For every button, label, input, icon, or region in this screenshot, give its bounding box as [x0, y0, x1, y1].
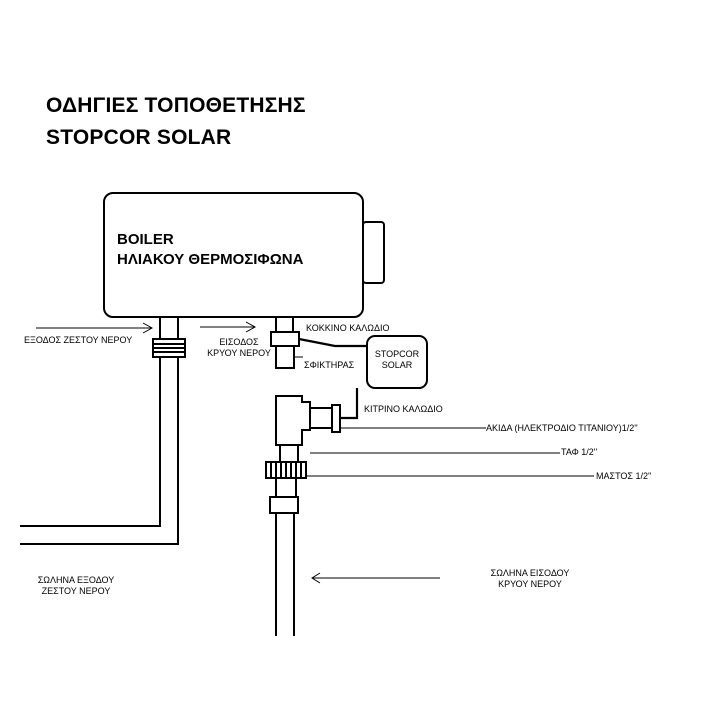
clamp-body — [275, 345, 295, 369]
hose-connector — [269, 496, 299, 514]
diagram-title: ΟΔΗΓΙΕΣ ΤΟΠΟΘΕΤΗΣΗΣ — [46, 94, 306, 117]
label-hot-out: ΕΞΟΔΟΣ ΖΕΣΤΟΥ ΝΕΡΟΥ — [24, 335, 133, 345]
label-device: STOPCOR SOLAR — [374, 349, 420, 370]
label-electrode: ΑΚΙΔΑ (ΗΛΕΚΤΡΟΔΙΟ ΤΙΤΑΝΙΟΥ)1/2'' — [486, 423, 638, 433]
label-cold-in: ΕΙΣΟΔΟΣ ΚΡΥΟΥ ΝΕΡΟΥ — [207, 337, 271, 358]
label-red-cable: ΚΟΚΚΙΝΟ ΚΑΛΩΔΙΟ — [306, 323, 390, 333]
boiler-label: BOILER — [117, 231, 174, 248]
boiler-side-housing — [362, 221, 385, 284]
red-cable — [298, 337, 367, 348]
label-hot-hose: ΣΩΛΗΝΑ ΕΞΟΔΟΥ ΖΕΣΤΟΥ ΝΕΡΟΥ — [37, 575, 115, 596]
label-yellow-cable: ΚΙΤΡΙΝΟ ΚΑΛΩΔΙΟ — [364, 404, 443, 414]
hot-water-pipe — [20, 317, 186, 545]
label-tee: ΤΑΦ 1/2'' — [561, 447, 598, 457]
tee-fitting — [275, 395, 311, 446]
yellow-cable — [340, 388, 359, 420]
label-clamp: ΣΦΙΚΤΗΡΑΣ — [304, 360, 355, 370]
electrode-cap — [331, 404, 341, 433]
diagram-subtitle: STOPCOR SOLAR — [46, 126, 232, 149]
label-cold-hose: ΣΩΛΗΝΑ ΕΙΣΟΔΟΥ ΚΡΥΟΥ ΝΕΡΟΥ — [490, 568, 570, 589]
label-nipple: ΜΑΣΤΟΣ 1/2'' — [596, 471, 652, 481]
boiler-label-line2: ΗΛΙΑΚΟΥ ΘΕΡΜΟΣΙΦΩΝΑ — [117, 251, 304, 268]
clamp-nut — [270, 331, 300, 347]
stopcor-device — [366, 335, 428, 389]
electrode-body — [309, 407, 333, 429]
